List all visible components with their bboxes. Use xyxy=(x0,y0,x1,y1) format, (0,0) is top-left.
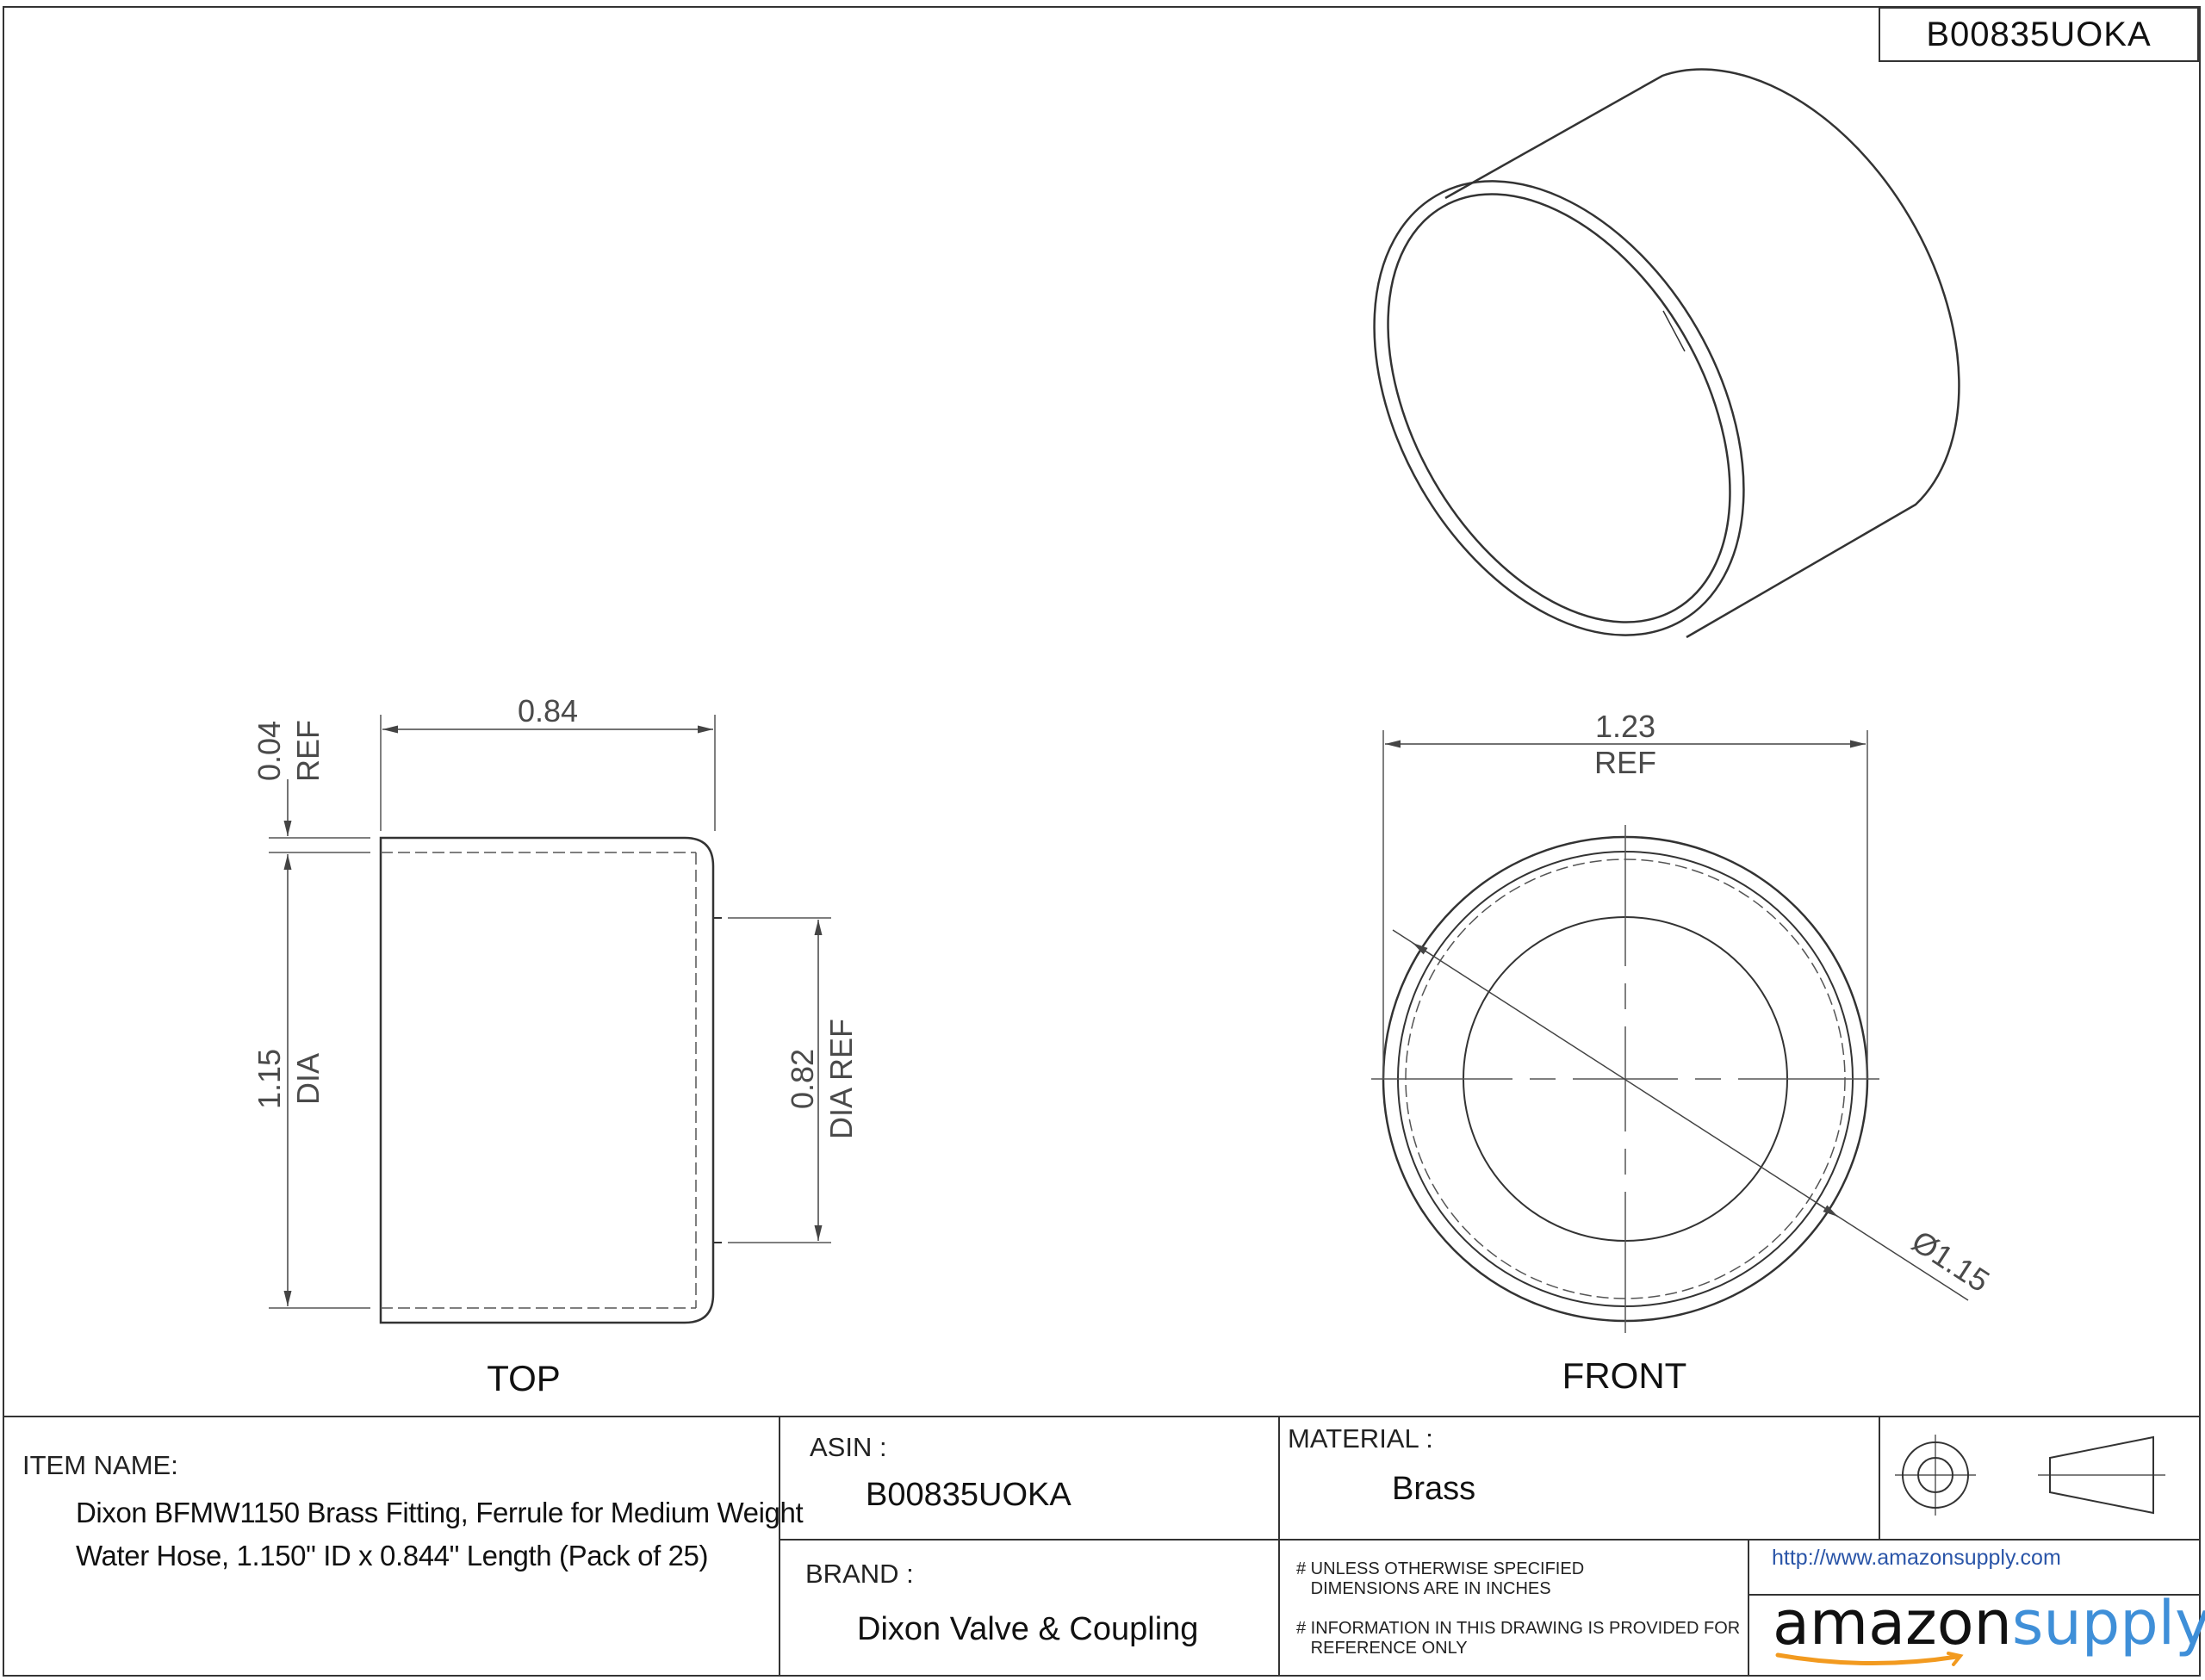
amazon-smile-icon xyxy=(1775,1652,1964,1666)
dim-length-value: 0.84 xyxy=(518,693,578,728)
material-value: Brass xyxy=(1392,1471,1476,1507)
dim-outer-value: 1.23 xyxy=(1595,709,1655,744)
top-view-label: TOP xyxy=(487,1358,561,1398)
top-view: 0.84 0.04 REF 1.15 DIA 0.82 DIA REF TOP xyxy=(252,693,859,1398)
note-reference: # INFORMATION IN THIS DRAWING IS PROVIDE… xyxy=(1296,1619,1741,1658)
projection-symbol xyxy=(1895,1435,2165,1516)
material-label: MATERIAL : xyxy=(1288,1423,1433,1454)
iso-seam xyxy=(1662,310,1686,352)
dim-outer-note: REF xyxy=(1594,745,1656,780)
asin-label: ASIN : xyxy=(810,1432,887,1462)
dim-wall-value: 0.04 xyxy=(252,721,287,781)
item-name-line1: Dixon BFMW1150 Brass Fitting, Ferrule fo… xyxy=(76,1497,804,1528)
item-name-line2: Water Hose, 1.150" ID x 0.844" Length (P… xyxy=(76,1540,709,1572)
brand-label: BRAND : xyxy=(805,1559,914,1589)
isometric-view xyxy=(1373,68,1960,639)
amazonsupply-logo: amazonsupply xyxy=(1773,1593,2205,1653)
note-units: # UNLESS OTHERWISE SPECIFIED DIMENSIONS … xyxy=(1296,1559,1585,1598)
dim-line-diameter xyxy=(1392,929,1969,1301)
dim-od-note: DIA xyxy=(290,1053,326,1105)
iso-body-outline xyxy=(1444,68,1960,639)
dim-diameter-value: Ø1.15 xyxy=(1906,1224,1997,1299)
dim-wall-note: REF xyxy=(290,720,326,782)
header-asin-tag: B00835UOKA xyxy=(1879,7,2199,62)
sheet-border xyxy=(3,6,2201,1677)
brand-value: Dixon Valve & Coupling xyxy=(857,1611,1199,1647)
logo-supply-text: supply xyxy=(2011,1588,2205,1658)
iso-front-rim-outer xyxy=(1373,180,1745,636)
dim-id-value: 0.82 xyxy=(785,1049,820,1109)
dim-id-note: DIA REF xyxy=(823,1019,859,1139)
top-outline xyxy=(379,836,715,1324)
front-view: 1.23 REF Ø1.15 FRONT xyxy=(1371,709,1996,1396)
website-link[interactable]: http://www.amazonsupply.com xyxy=(1772,1546,2061,1570)
item-name-label: ITEM NAME: xyxy=(22,1450,178,1480)
asin-value: B00835UOKA xyxy=(866,1477,1071,1513)
logo-amazon-text: amazon xyxy=(1773,1588,2012,1658)
front-centerlines xyxy=(1371,825,1879,1333)
iso-front-rim-inner xyxy=(1387,193,1731,623)
front-view-label: FRONT xyxy=(1562,1355,1687,1396)
title-block-grid xyxy=(3,1416,2200,1676)
dim-od-value: 1.15 xyxy=(252,1049,287,1109)
